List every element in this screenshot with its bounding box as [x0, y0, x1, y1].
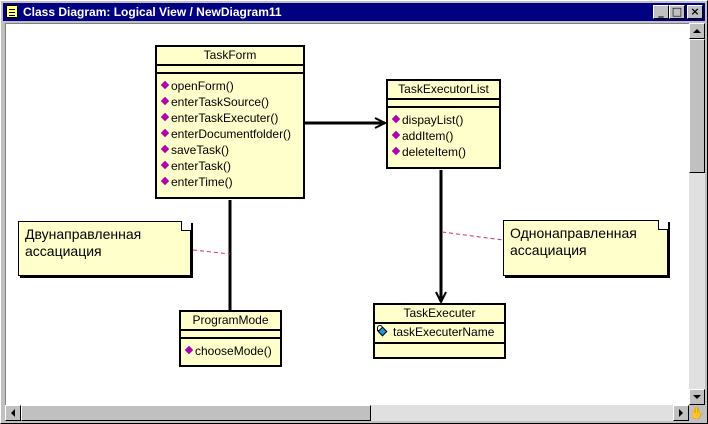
operation-item[interactable]: enterTaskSource(): [160, 94, 303, 110]
operations-compartment: [375, 344, 504, 348]
class-taskform[interactable]: TaskForm openForm() enterTaskSource() en…: [155, 45, 305, 199]
title-bar[interactable]: Class Diagram: Logical View / NewDiagram…: [3, 3, 705, 21]
operation-item[interactable]: addItem(): [391, 128, 499, 144]
operation-item[interactable]: enterTask(): [160, 158, 303, 174]
operation-item[interactable]: enterTaskExecuter(): [160, 110, 303, 126]
maximize-button[interactable]: □: [669, 5, 685, 19]
note-bidirectional-association[interactable]: Двунаправленная ассациация: [18, 221, 191, 276]
note-unidirectional-association[interactable]: Однонаправленная ассациация: [503, 220, 668, 276]
arrow-up-icon: [693, 25, 701, 33]
public-operation-icon: [160, 112, 170, 122]
association-lines: [192, 24, 504, 310]
arrow-down-icon: [693, 395, 701, 403]
class-name: TaskForm: [157, 47, 303, 66]
class-name: ProgramMode: [181, 312, 280, 331]
attributes-compartment: [157, 66, 303, 74]
public-operation-icon: [160, 144, 170, 154]
vertical-scrollbar[interactable]: [689, 23, 705, 405]
class-taskexecutorlist[interactable]: TaskExecutorList dispayList() addItem() …: [386, 79, 501, 169]
arrow-left-icon: [7, 409, 15, 417]
vertical-scroll-thumb[interactable]: [689, 39, 705, 173]
operation-item[interactable]: enterDocumentfolder(): [160, 126, 303, 142]
class-taskexecuter[interactable]: TaskExecuter taskExecuterName: [373, 303, 506, 359]
diagram-canvas[interactable]: TaskForm openForm() enterTaskSource() en…: [5, 23, 689, 405]
class-name: TaskExecuter: [375, 305, 504, 324]
public-operation-icon: [160, 176, 170, 186]
attributes-compartment: taskExecuterName: [375, 324, 504, 344]
arrow-right-icon: [679, 409, 687, 417]
horizontal-scroll-thumb[interactable]: [21, 405, 371, 421]
scroll-up-button[interactable]: [689, 23, 705, 39]
public-operation-icon: [391, 130, 401, 140]
scroll-right-button[interactable]: [673, 405, 689, 421]
public-operation-icon: [391, 146, 401, 156]
window-title: Class Diagram: Logical View / NewDiagram…: [23, 5, 282, 19]
diagram-document-icon: [6, 5, 18, 18]
hand-grip-icon[interactable]: ✋: [689, 405, 705, 421]
note-anchor-bidirectional: [192, 249, 231, 255]
scroll-down-button[interactable]: [689, 389, 705, 405]
public-operation-icon: [160, 96, 170, 106]
operation-item[interactable]: enterTime(): [160, 174, 303, 190]
class-name: TaskExecutorList: [388, 81, 499, 100]
operations-compartment: dispayList() addItem() deleteItem(): [388, 108, 499, 160]
scroll-left-button[interactable]: [5, 405, 21, 421]
operation-item[interactable]: dispayList(): [391, 112, 499, 128]
operation-item[interactable]: deleteItem(): [391, 144, 499, 160]
class-programmode[interactable]: ProgramMode chooseMode(): [179, 310, 282, 367]
note-anchor-unidirectional: [441, 231, 504, 241]
attributes-compartment: [181, 331, 280, 339]
public-operation-icon: [160, 80, 170, 90]
public-operation-icon: [160, 160, 170, 170]
horizontal-scrollbar[interactable]: [5, 405, 689, 421]
operations-compartment: openForm() enterTaskSource() enterTaskEx…: [157, 74, 303, 190]
public-operation-icon: [391, 114, 401, 124]
close-button[interactable]: ×: [687, 5, 703, 19]
public-operation-icon: [184, 345, 194, 355]
minimize-button[interactable]: _: [653, 5, 669, 19]
attribute-item[interactable]: taskExecuterName: [377, 324, 504, 340]
attributes-compartment: [388, 100, 499, 108]
public-operation-icon: [160, 128, 170, 138]
operation-item[interactable]: saveTask(): [160, 142, 303, 158]
operations-compartment: chooseMode(): [181, 339, 280, 359]
operation-item[interactable]: openForm(): [160, 78, 303, 94]
operation-item[interactable]: chooseMode(): [184, 343, 280, 359]
private-attribute-icon: [377, 326, 388, 337]
